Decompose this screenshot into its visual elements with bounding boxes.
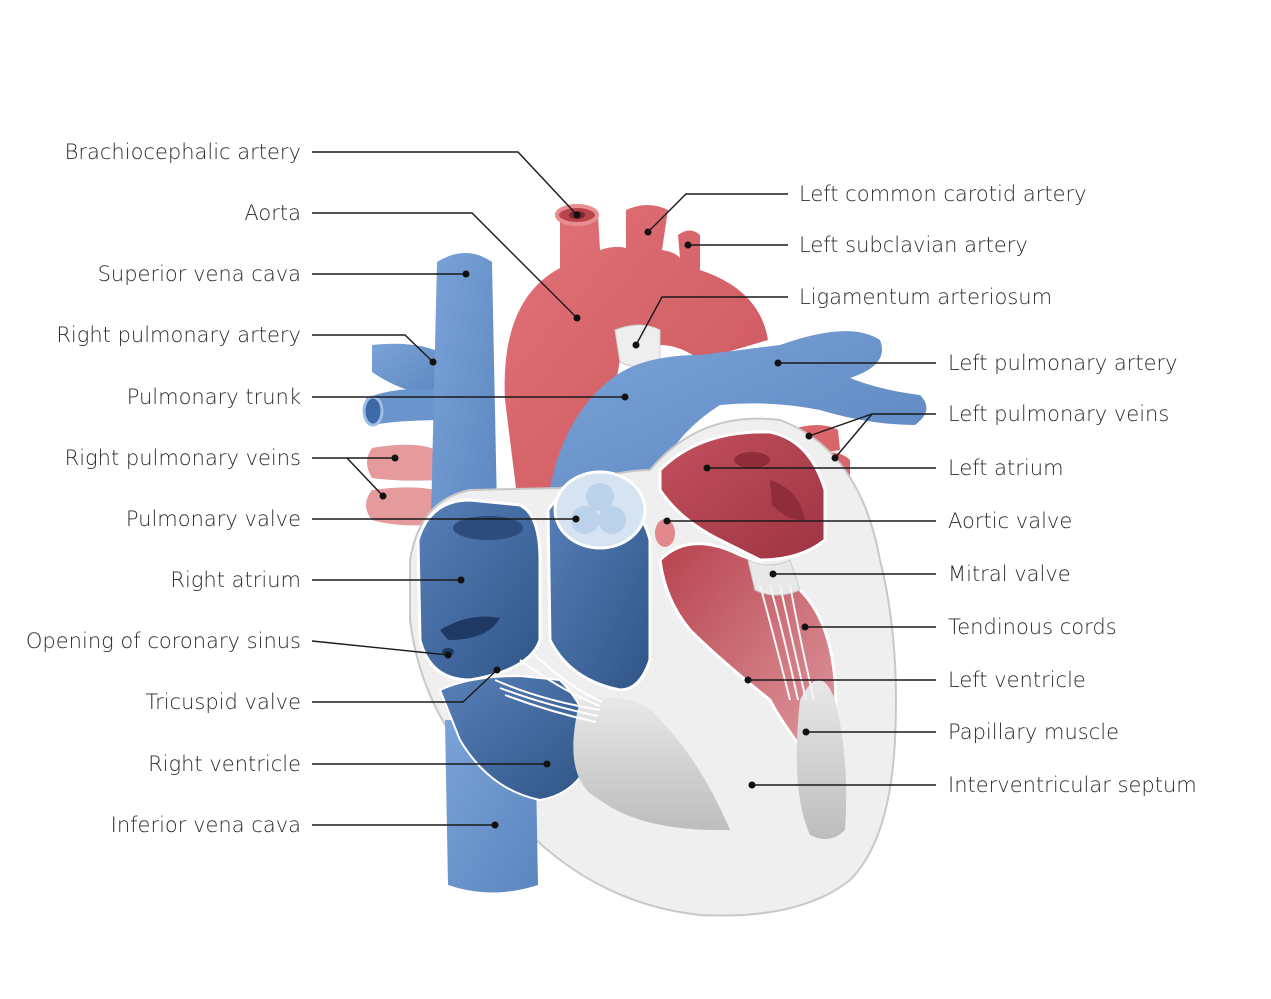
tricuspid-cords xyxy=(494,654,603,723)
left-atrium-shape xyxy=(658,430,827,562)
label-left-atrium: Left atrium xyxy=(948,456,1064,480)
label-superior-vena-cava: Superior vena cava xyxy=(97,262,301,286)
right-pulmonary-veins-shape xyxy=(367,444,440,481)
label-aortic-valve: Aortic valve xyxy=(948,509,1073,533)
label-left-pulmonary-veins: Left pulmonary veins xyxy=(948,402,1170,426)
pulmonary-valve-shape xyxy=(553,470,647,550)
label-inferior-vena-cava: Inferior vena cava xyxy=(110,813,301,837)
label-ligamentum-arteriosum: Ligamentum arteriosum xyxy=(799,285,1053,309)
label-right-pulmonary-veins: Right pulmonary veins xyxy=(64,446,301,470)
label-right-atrium: Right atrium xyxy=(170,568,301,592)
label-pulmonary-valve: Pulmonary valve xyxy=(125,507,301,531)
mitral-valve-shape xyxy=(747,559,801,596)
label-left-pulmonary-artery: Left pulmonary artery xyxy=(948,351,1178,375)
label-interventricular-septum: Interventricular septum xyxy=(948,773,1197,797)
superior-vena-cava-shape xyxy=(430,253,498,560)
tendinous-cords xyxy=(759,584,815,701)
label-tricuspid-valve: Tricuspid valve xyxy=(145,690,301,714)
label-aorta: Aorta xyxy=(244,201,301,225)
label-left-common-carotid-artery: Left common carotid artery xyxy=(799,182,1087,206)
right-pulmonary-artery-shape xyxy=(372,343,450,396)
label-left-subclavian-artery: Left subclavian artery xyxy=(799,233,1028,257)
label-left-ventricle: Left ventricle xyxy=(948,668,1086,692)
label-papillary-muscle: Papillary muscle xyxy=(948,720,1120,744)
heart-illustration xyxy=(362,204,927,917)
label-right-ventricle: Right ventricle xyxy=(148,752,301,776)
label-brachiocephalic-artery: Brachiocephalic artery xyxy=(64,140,301,164)
label-tendinous-cords: Tendinous cords xyxy=(948,615,1117,639)
leader-lines xyxy=(311,151,936,829)
label-pulmonary-trunk: Pulmonary trunk xyxy=(126,385,301,409)
label-mitral-valve: Mitral valve xyxy=(948,562,1071,586)
papillary-muscle-shape xyxy=(796,680,847,839)
label-right-pulmonary-artery: Right pulmonary artery xyxy=(56,323,301,347)
label-opening-coronary-sinus: Opening of coronary sinus xyxy=(25,629,301,653)
aortic-valve-shape xyxy=(655,519,675,547)
pulmonary-trunk-shape xyxy=(548,331,927,500)
